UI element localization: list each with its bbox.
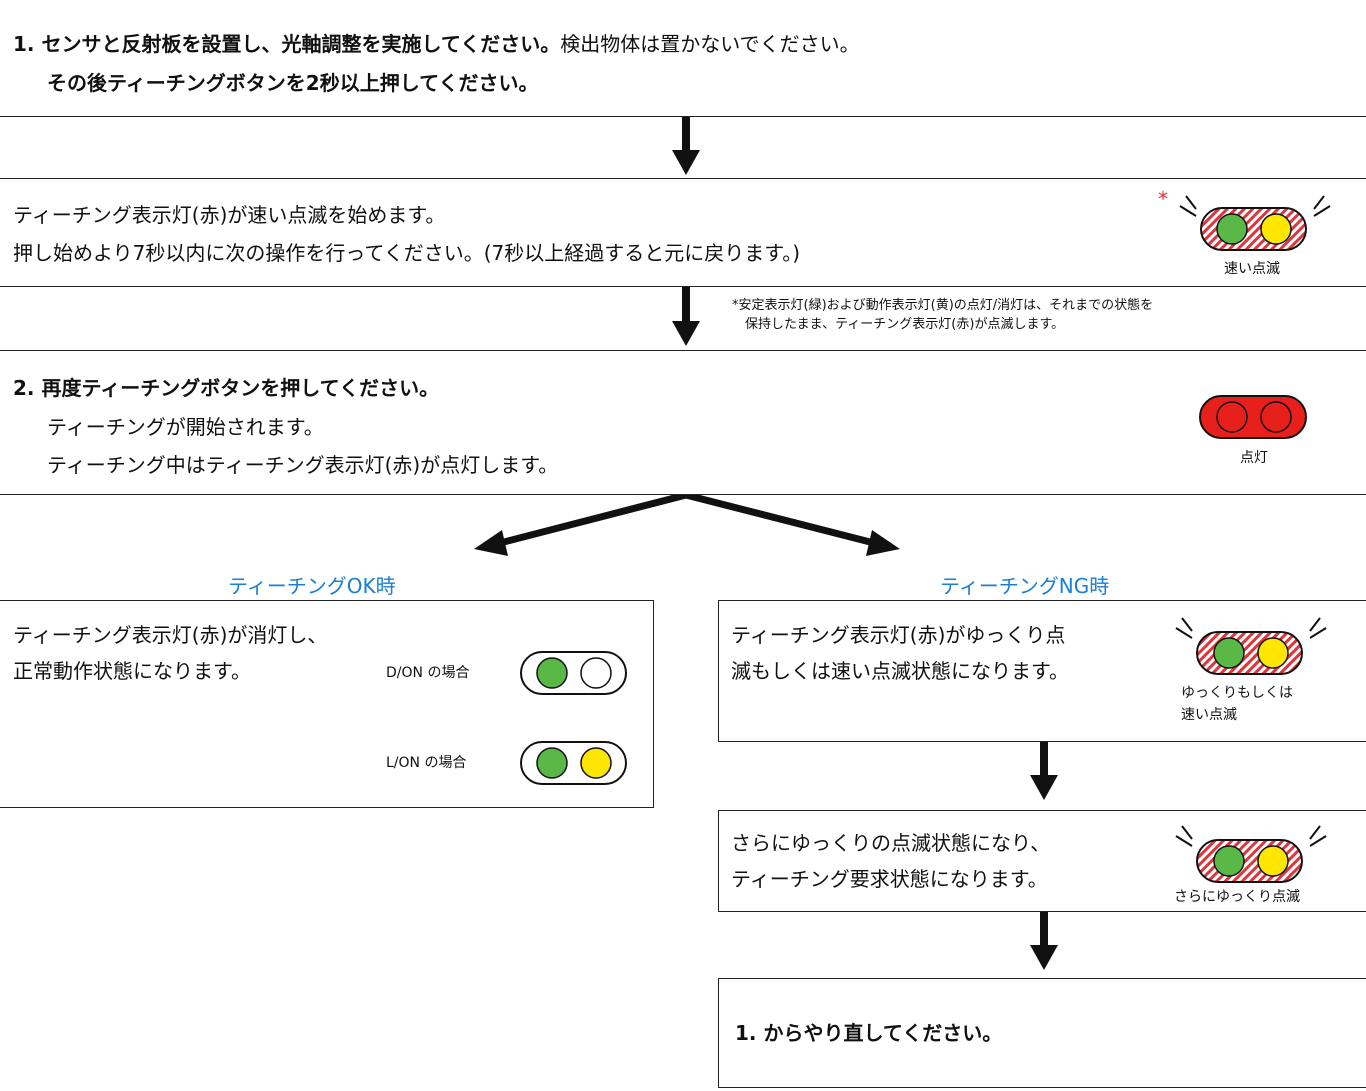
fast-lamp-label: 速い点滅: [1224, 261, 1280, 277]
step2-box: 2. 再度ティーチングボタンを押してください。 ティーチングが開始されます。 テ…: [0, 350, 1366, 495]
down-arrow-1: [672, 117, 700, 175]
fast-line2: 押し始めより7秒以内に次の操作を行ってください。(7秒以上経過すると元に戻ります…: [13, 241, 801, 265]
branch-arrow-ng: [685, 491, 900, 556]
branch-arrow-ok: [474, 491, 687, 556]
step1-line1: 1. センサと反射板を設置し、光軸調整を実施してください。検出物体は置かないでく…: [13, 32, 860, 56]
solid-lamp-label: 点灯: [1240, 450, 1268, 466]
ng-heading: ティーチングNG時: [940, 574, 1110, 598]
step2-line1: ティーチングが開始されます。: [47, 415, 324, 439]
slow-lamp-label: さらにゆっくり点滅: [1174, 889, 1300, 905]
ng-lamp-label2: 速い点滅: [1181, 707, 1237, 723]
ng-line1: ティーチング表示灯(赤)がゆっくり点: [731, 623, 1066, 647]
ok-box: ティーチング表示灯(赤)が消灯し、 正常動作状態になります。 D/ON の場合 …: [0, 600, 654, 808]
ok-line1: ティーチング表示灯(赤)が消灯し、: [13, 623, 328, 647]
fast-blink-box: ティーチング表示灯(赤)が速い点滅を始めます。 押し始めより7秒以内に次の操作を…: [0, 178, 1366, 287]
step1-normal: 検出物体は置かないでください。: [560, 32, 860, 56]
down-arrow-3: [1030, 742, 1058, 800]
slow-box: さらにゆっくりの点滅状態になり、 ティーチング要求状態になります。: [718, 810, 1366, 912]
lon-label: L/ON の場合: [386, 755, 467, 771]
slow-line1: さらにゆっくりの点滅状態になり、: [731, 831, 1051, 855]
ng-line2: 滅もしくは速い点滅状態になります。: [731, 659, 1069, 683]
step1-box: 1. センサと反射板を設置し、光軸調整を実施してください。検出物体は置かないでく…: [0, 0, 1366, 117]
footnote-line2: 保持したまま、ティーチング表示灯(赤)が点滅します。: [745, 317, 1065, 332]
down-arrow-2: [672, 287, 700, 346]
down-arrow-4: [1030, 912, 1058, 970]
ok-line2: 正常動作状態になります。: [13, 659, 251, 683]
footnote-line1: *安定表示灯(緑)および動作表示灯(黄)の点灯/消灯は、それまでの状態を: [732, 298, 1154, 313]
step2-title: 2. 再度ティーチングボタンを押してください。: [13, 376, 440, 400]
slow-line2: ティーチング要求状態になります。: [731, 867, 1048, 891]
step1-bold: 1. センサと反射板を設置し、光軸調整を実施してください。: [13, 32, 561, 56]
redo-text: 1. からやり直してください。: [735, 1021, 1003, 1045]
ok-heading: ティーチングOK時: [228, 574, 396, 598]
step2-line2: ティーチング中はティーチング表示灯(赤)が点灯します。: [47, 453, 559, 477]
fast-line1: ティーチング表示灯(赤)が速い点滅を始めます。: [13, 203, 446, 227]
redo-box: 1. からやり直してください。: [718, 978, 1366, 1088]
step1-line2: その後ティーチングボタンを2秒以上押してください。: [47, 71, 539, 95]
ng-box: ティーチング表示灯(赤)がゆっくり点 滅もしくは速い点滅状態になります。: [718, 600, 1366, 742]
ng-lamp-label1: ゆっくりもしくは: [1181, 685, 1293, 701]
don-label: D/ON の場合: [386, 665, 470, 681]
